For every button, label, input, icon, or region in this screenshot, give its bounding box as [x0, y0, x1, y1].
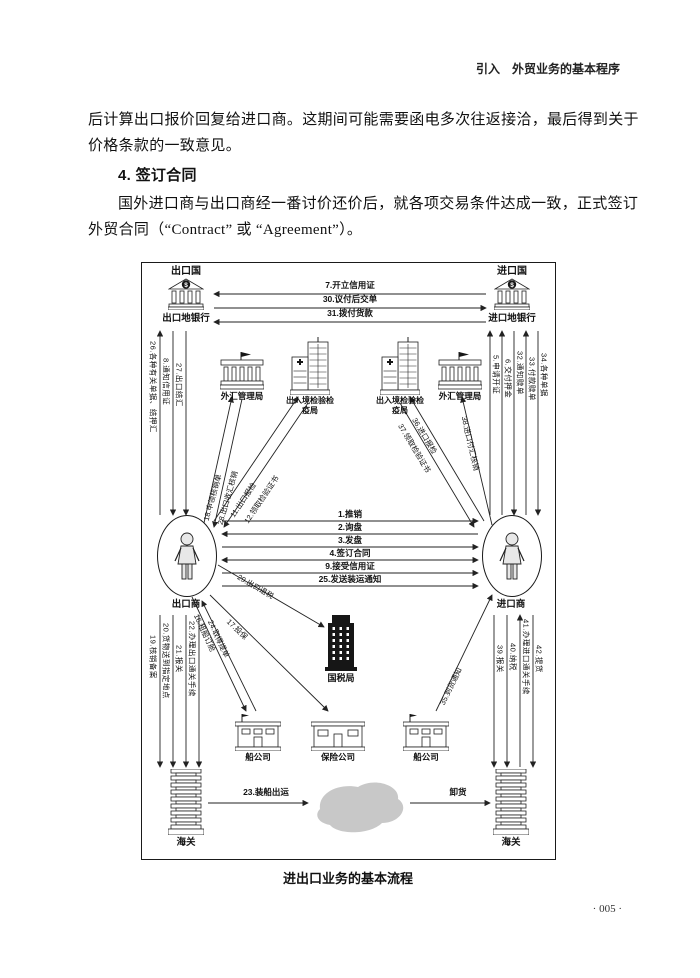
- page-number: · 005 ·: [592, 903, 622, 915]
- importer-label: 进口商: [496, 599, 526, 610]
- flow-inquiry: 2.询盘: [337, 522, 363, 532]
- export-bank-icon: $: [168, 278, 204, 310]
- flow-notify-redeem: 32.通知赎单: [515, 351, 525, 395]
- safe-bureau-left-icon: [220, 352, 264, 390]
- cross-sign: [389, 359, 391, 365]
- import-country-label: 进口国: [497, 266, 527, 277]
- safe-bureau-left-label: 外汇管理局: [220, 391, 264, 401]
- flow-verification-filing: 19.核销备案: [148, 635, 158, 679]
- flow-sign-contract: 4.签订合同: [329, 548, 371, 558]
- flow-shipping-advice: 25.发送装运通知: [318, 574, 382, 584]
- ciq-bureau-left-icon: [290, 337, 330, 395]
- flow-ship-out: 23.装船出运: [243, 787, 289, 797]
- flow-take-delivery: 42.提货: [534, 645, 544, 673]
- exporter-label: 出口商: [171, 599, 201, 610]
- figure-caption: 进出口业务的基本流程: [282, 871, 413, 886]
- paragraph-1-line-1: 后计算出口报价回复给进口商。这期间可能需要函电多次往返接洽，最后得到关于: [88, 112, 639, 128]
- flow-lines: [156, 290, 542, 833]
- paragraph-2-line-1: 国外进口商与出口商经一番讨价还价后，就各项交易条件达成一致，正式签订: [118, 196, 639, 212]
- exporter-node: [157, 515, 217, 597]
- paragraph-2-line-2: 外贸合同（“Contract” 或 “Agreement”）。: [88, 222, 363, 238]
- dollar-badge: [507, 280, 517, 289]
- flow-export-clearance: 22.办理出口通关手续: [187, 621, 197, 697]
- flow-various-docs: 34.各种单据: [539, 353, 549, 397]
- flow-pay-deposit: 6.交付押金: [503, 359, 513, 399]
- import-bank-label: 进口地银行: [488, 313, 536, 324]
- ciq-bureau-right-label: 出入境检验检疫局: [376, 396, 424, 415]
- safe-bureau-right-icon: [438, 352, 482, 390]
- paragraph-1-line-2: 价格条款的一致意见。: [88, 138, 242, 154]
- svg-text:$: $: [184, 282, 188, 289]
- flow-marketing: 1.推销: [337, 509, 363, 519]
- import-bank-icon: $: [494, 278, 530, 310]
- flow-pay-redeem-docs: 33.付款赎单: [527, 357, 537, 401]
- customs-left-icon: [168, 769, 204, 835]
- cross-sign: [299, 359, 301, 365]
- person-icon: [499, 532, 525, 580]
- flow-apply-lc: 5.申请开证: [491, 355, 501, 395]
- bank-flow-remit-payment: 31.拨付货款: [327, 308, 373, 318]
- flow-advise-lc: 8.通知信用证: [161, 358, 171, 406]
- safe-bureau-right-label: 外汇管理局: [438, 391, 482, 401]
- ship-company-left-icon: [235, 714, 281, 751]
- flow-pay-duty: 40.纳税: [508, 643, 518, 671]
- customs-right-icon: [493, 769, 529, 835]
- export-bank-label: 出口地银行: [162, 313, 210, 324]
- svg-text:$: $: [510, 282, 514, 289]
- flow-export-settlement: 27.出口结汇: [174, 363, 184, 407]
- dollar-badge: [181, 280, 191, 289]
- customs-left-label: 海关: [176, 837, 196, 848]
- tax-bureau-icon: [325, 615, 357, 671]
- flow-unload: 卸货: [449, 787, 467, 797]
- flow-docs-negotiation: 26.各种有关单据、结押汇: [148, 341, 158, 433]
- ciq-bureau-right-icon: [380, 337, 420, 395]
- flow-import-declare: 39.报关: [495, 645, 505, 673]
- ship-company-right-label: 船公司: [413, 752, 439, 762]
- trade-flow-diagram: 出口国 $ 出口地银行 进口国 $ 进口地银行 7.开立信用证 30.议付后交单…: [141, 262, 556, 860]
- person-icon: [174, 532, 200, 580]
- tax-bureau-label: 国税局: [327, 673, 355, 683]
- insurance-company-label: 保险公司: [320, 752, 355, 762]
- flow-export-declare: 21.报关: [174, 645, 184, 673]
- ciq-bureau-left-label: 出入境检验检疫局: [286, 396, 334, 415]
- export-country-label: 出口国: [171, 266, 201, 277]
- flow-deliver-goods: 20.货物送到指定地点: [161, 623, 171, 699]
- flow-offer: 3.发盘: [337, 535, 363, 545]
- running-head: 引入 外贸业务的基本程序: [475, 62, 620, 76]
- ship-cargo-blob: [317, 782, 404, 833]
- importer-node: [482, 515, 542, 597]
- section-heading: 4. 签订合同: [118, 167, 197, 184]
- insurance-company-icon: [311, 721, 365, 751]
- flow-accept-lc: 9.接受信用证: [325, 561, 375, 571]
- bank-flow-open-lc: 7.开立信用证: [325, 280, 375, 290]
- ship-company-right-icon: [403, 714, 449, 751]
- ship-company-left-label: 船公司: [245, 752, 271, 762]
- customs-right-label: 海关: [501, 837, 521, 848]
- bank-flow-present-docs: 30.议付后交单: [322, 294, 378, 304]
- flow-import-clearance: 41.办理进口通关手续: [521, 619, 531, 695]
